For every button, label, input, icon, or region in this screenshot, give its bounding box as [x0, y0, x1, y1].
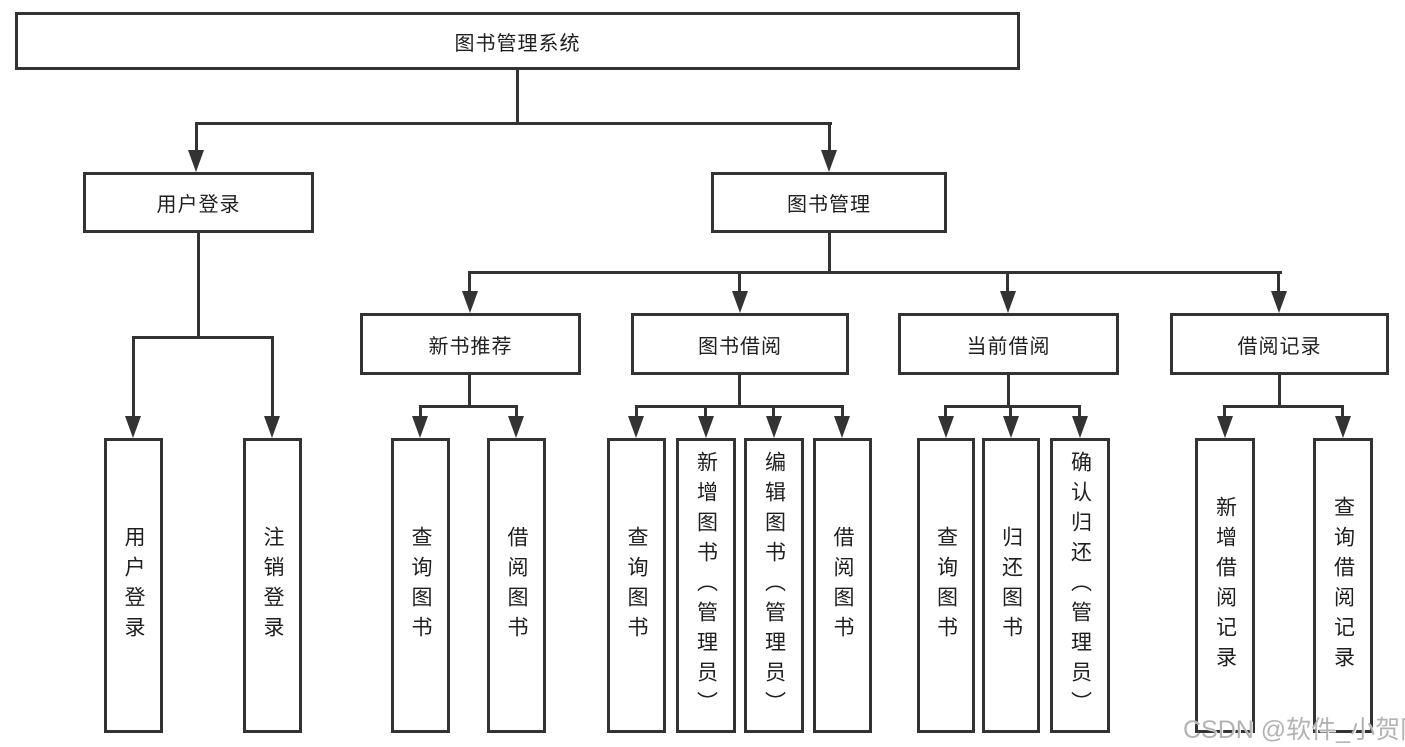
leaf-logout-label: 注销登录	[261, 525, 284, 646]
connector-leaf-stem	[704, 405, 707, 419]
arrow-down-icon	[1072, 416, 1088, 438]
connector-leaf-stem	[132, 336, 135, 418]
connector-mgmt-stem	[828, 233, 831, 273]
arrow-down-icon	[462, 291, 478, 313]
connector-mgmt-hline	[468, 271, 1282, 274]
node-book-borrow-label: 图书借阅	[698, 335, 782, 358]
connector-leaf-stem	[515, 405, 518, 419]
connector-leaf-stem	[1009, 405, 1012, 419]
leaf-add-borrow-record: 新增借阅记录	[1195, 438, 1255, 733]
connector-leaf-stem	[419, 405, 422, 419]
connector-book-mgmt-stem	[828, 122, 831, 154]
connector-leaf-stem	[271, 336, 274, 418]
arrow-down-icon	[508, 416, 524, 438]
connector-root-hline	[195, 122, 832, 125]
leaf-borrow-books-recommend: 借阅图书	[487, 438, 546, 733]
arrow-down-icon	[188, 150, 204, 172]
arrow-down-icon	[732, 291, 748, 313]
node-user-login-group: 用户登录	[83, 172, 314, 233]
leaf-confirm-return-admin-label: 确认归还（管理员）	[1068, 450, 1092, 721]
leaf-query-books-recommend-label: 查询图书	[409, 525, 432, 646]
leaf-edit-books-admin-label: 编辑图书（管理员）	[762, 450, 786, 721]
node-book-management-label: 图书管理	[787, 194, 871, 216]
connector-groupC-hline	[944, 405, 1081, 408]
leaf-query-books-borrow: 查询图书	[607, 438, 666, 733]
connector-leaf-stem	[1223, 405, 1226, 419]
arrow-down-icon	[1000, 291, 1016, 313]
node-current-borrow: 当前借阅	[898, 313, 1119, 375]
arrow-down-icon	[1217, 416, 1233, 438]
connector-leaf-stem	[772, 405, 775, 419]
connector-leaf-stem	[635, 405, 638, 419]
arrow-down-icon	[821, 150, 837, 172]
leaf-borrow-books: 借阅图书	[813, 438, 872, 733]
connector-l3-stem	[1006, 271, 1009, 293]
node-new-book-recommend-label: 新书推荐	[428, 335, 513, 358]
leaf-user-login-label: 用户登录	[122, 525, 145, 646]
leaf-add-borrow-record-label: 新增借阅记录	[1213, 495, 1237, 676]
leaf-return-books-label: 归还图书	[999, 525, 1023, 646]
csdn-watermark: CSDN @软件_小贺同学	[1183, 716, 1405, 744]
node-root: 图书管理系统	[15, 12, 1020, 70]
connector-leaf-stem	[944, 405, 947, 419]
leaf-edit-books-admin: 编辑图书（管理员）	[744, 438, 804, 733]
leaf-return-books: 归还图书	[982, 438, 1040, 733]
connector-leaf-stem	[841, 405, 844, 419]
connector-groupA-hline	[419, 405, 518, 408]
connector-groupB-stem	[738, 375, 741, 407]
node-current-borrow-label: 当前借阅	[966, 335, 1051, 358]
connector-root-stem	[516, 70, 519, 124]
node-user-login-group-label: 用户登录	[156, 194, 241, 216]
leaf-query-borrow-record-label: 查询借阅记录	[1331, 495, 1355, 676]
leaf-add-books-admin-label: 新增图书（管理员）	[694, 450, 718, 721]
leaf-borrow-books-label: 借阅图书	[831, 525, 854, 646]
connector-groupA-stem	[468, 375, 471, 407]
leaf-borrow-books-recommend-label: 借阅图书	[505, 525, 528, 646]
connector-user-login-stem	[195, 122, 198, 154]
arrow-down-icon	[412, 416, 428, 438]
arrow-down-icon	[698, 416, 714, 438]
connector-l3-stem	[468, 271, 471, 293]
connector-l3-stem	[738, 271, 741, 293]
connector-user-branch-hline	[132, 336, 274, 339]
leaf-query-books-current: 查询图书	[917, 438, 975, 733]
arrow-down-icon	[834, 416, 850, 438]
leaf-query-books-recommend: 查询图书	[391, 438, 450, 733]
node-borrow-records: 借阅记录	[1170, 313, 1389, 375]
leaf-query-borrow-record: 查询借阅记录	[1313, 438, 1373, 733]
leaf-user-login: 用户登录	[104, 438, 163, 733]
arrow-down-icon	[766, 416, 782, 438]
arrow-down-icon	[1003, 416, 1019, 438]
connector-groupB-hline	[635, 405, 843, 408]
leaf-query-books-borrow-label: 查询图书	[625, 525, 648, 646]
leaf-add-books-admin: 新增图书（管理员）	[676, 438, 736, 733]
node-borrow-records-label: 借阅记录	[1237, 335, 1322, 358]
leaf-logout: 注销登录	[243, 438, 302, 733]
node-book-management: 图书管理	[711, 172, 947, 233]
node-book-borrow: 图书借阅	[631, 313, 849, 375]
connector-groupD-hline	[1223, 405, 1344, 408]
connector-l3-stem	[1277, 271, 1280, 293]
arrow-down-icon	[264, 416, 280, 438]
arrow-down-icon	[125, 416, 141, 438]
leaf-query-books-current-label: 查询图书	[934, 525, 958, 646]
connector-groupC-stem	[1007, 375, 1010, 407]
arrow-down-icon	[1271, 291, 1287, 313]
arrow-down-icon	[1335, 416, 1351, 438]
arrow-down-icon	[628, 416, 644, 438]
connector-leaf-stem	[1341, 405, 1344, 419]
connector-user-branch-stem	[197, 233, 200, 338]
connector-leaf-stem	[1078, 405, 1081, 419]
leaf-confirm-return-admin: 确认归还（管理员）	[1050, 438, 1110, 733]
node-new-book-recommend: 新书推荐	[360, 313, 581, 375]
node-root-label: 图书管理系统	[454, 32, 581, 55]
arrow-down-icon	[938, 416, 954, 438]
connector-groupD-stem	[1278, 375, 1281, 407]
